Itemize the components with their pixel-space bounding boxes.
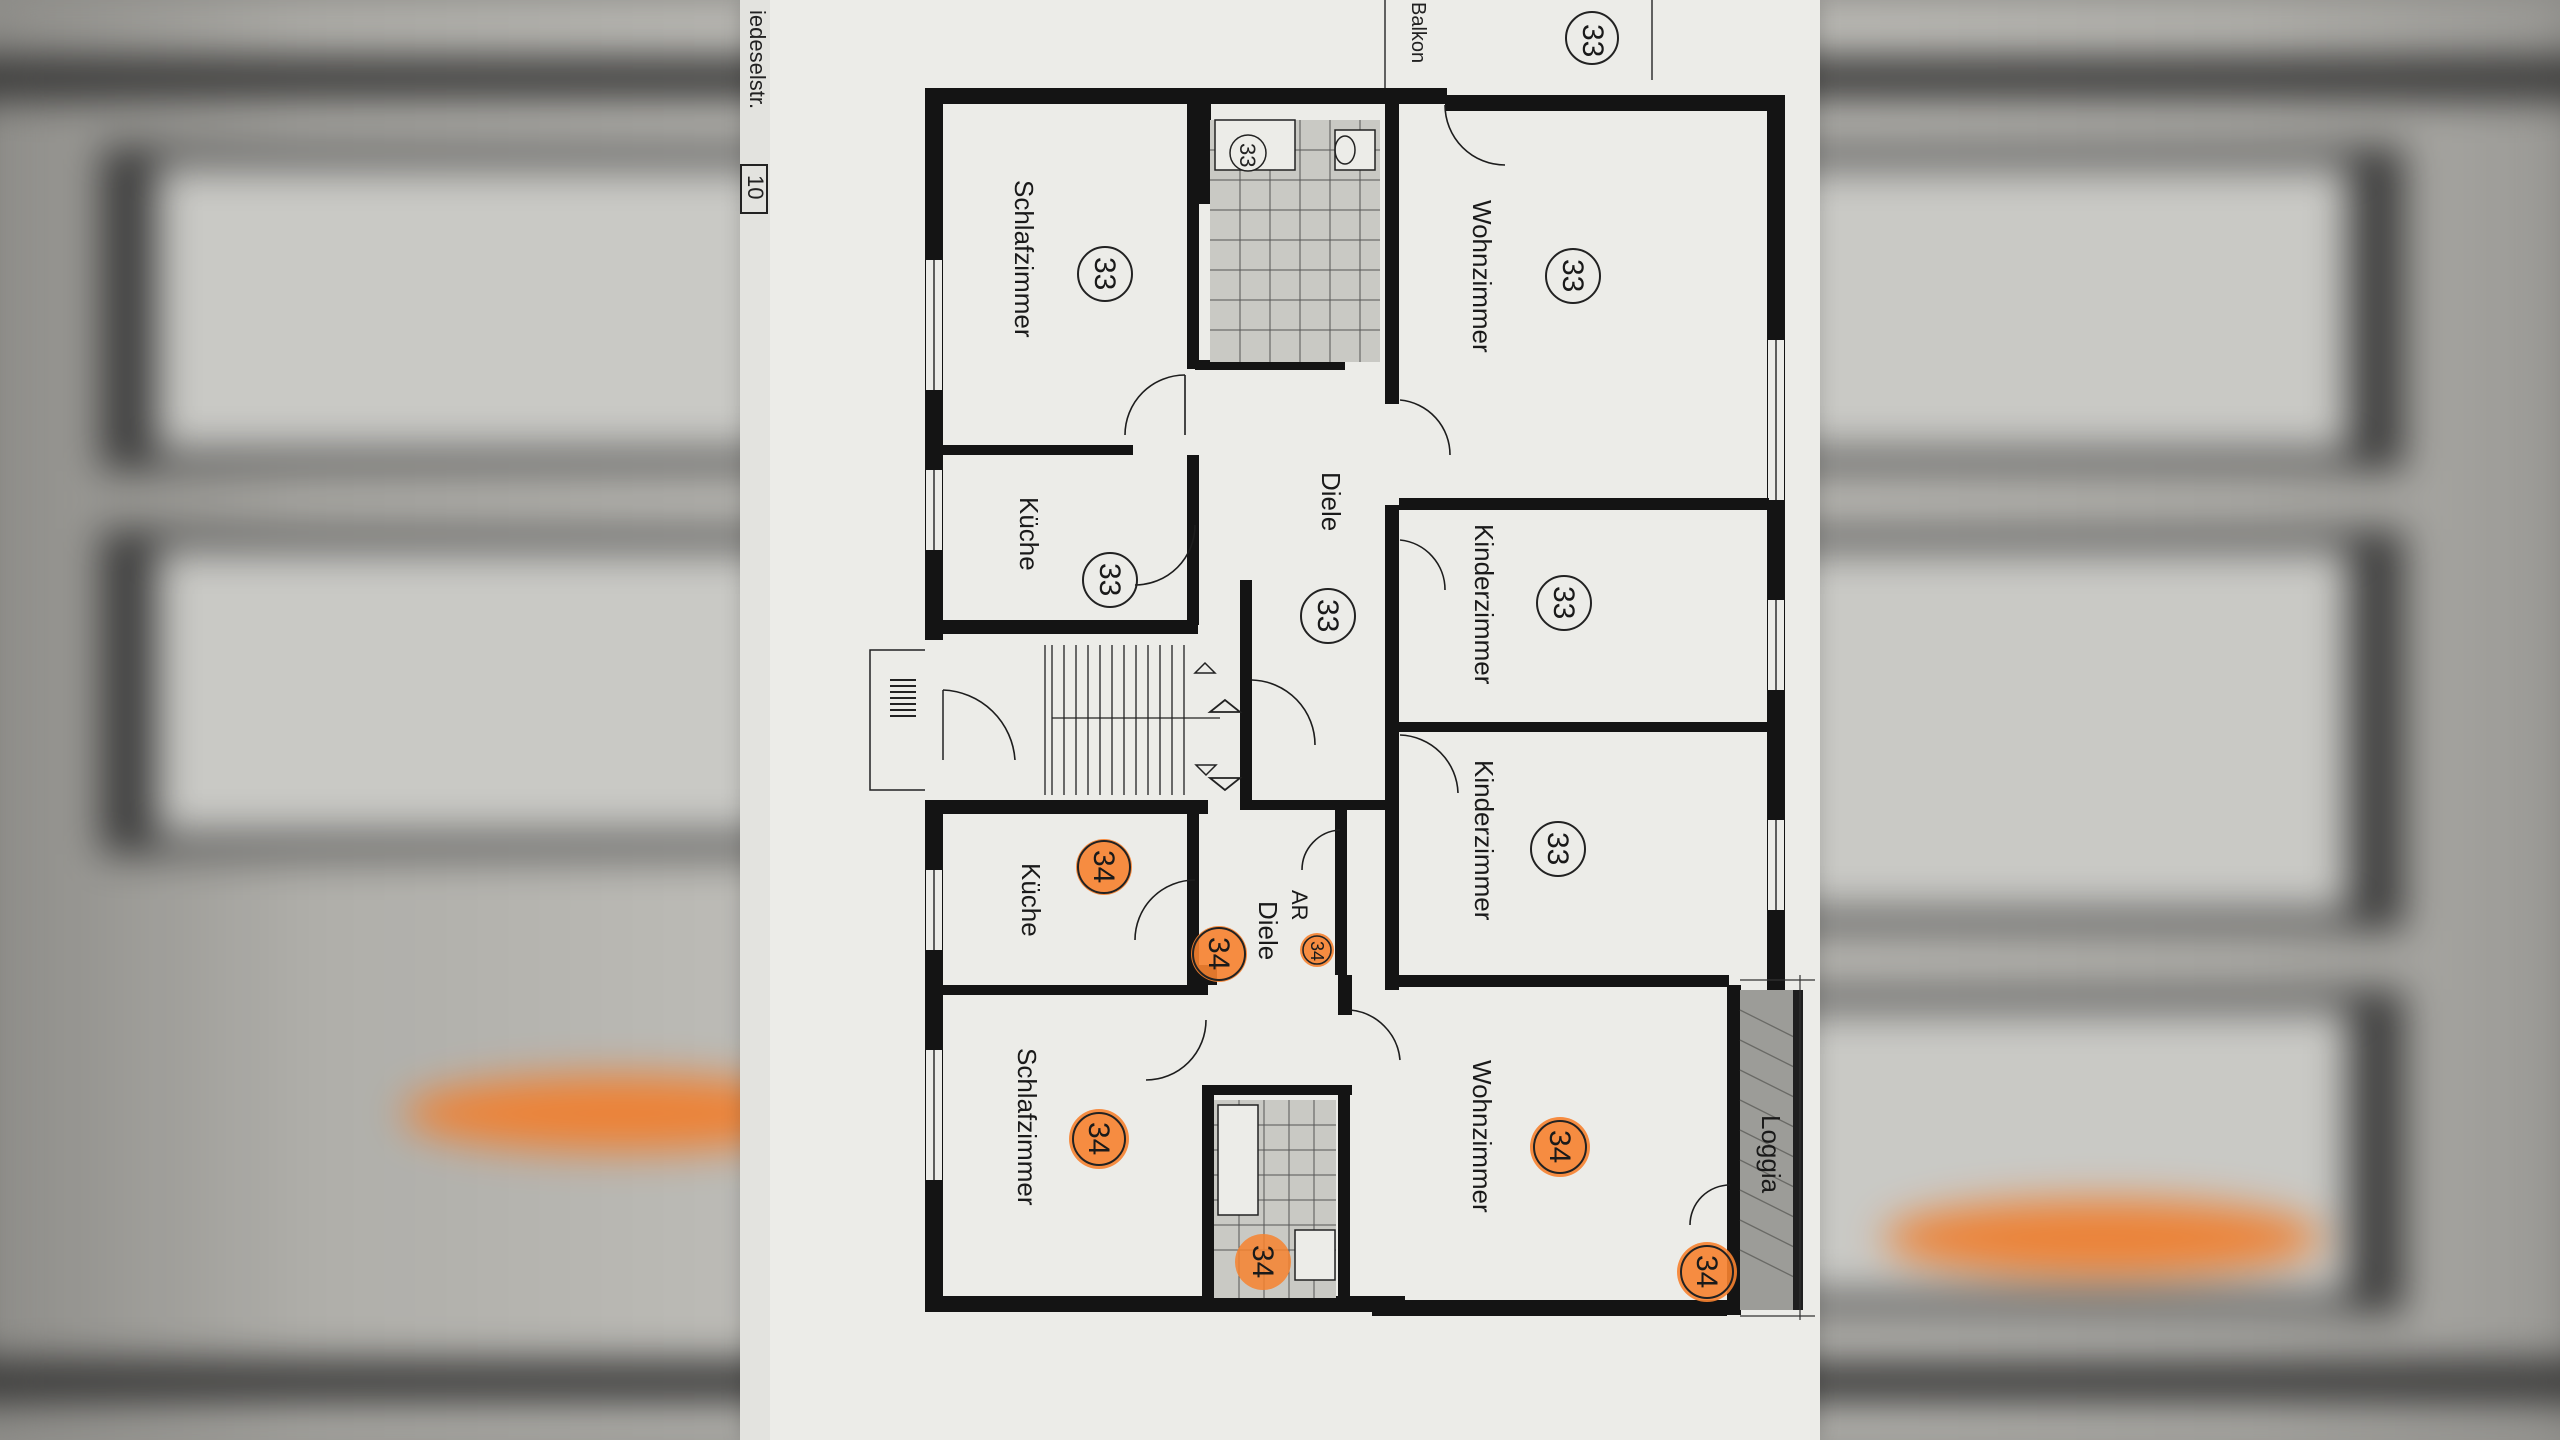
interior-walls	[943, 104, 1769, 1305]
marker-34-kueche: 34	[1076, 839, 1132, 895]
marker-34-schlafzimmer: 34	[1069, 1109, 1129, 1169]
label-schlafzimmer-34: Schlafzimmer	[1012, 1048, 1042, 1206]
svg-text:34: 34	[1082, 1122, 1115, 1155]
svg-text:33: 33	[1088, 257, 1121, 290]
house-number: 10	[743, 175, 768, 199]
svg-text:33: 33	[1576, 24, 1609, 57]
svg-text:34: 34	[1543, 1130, 1576, 1163]
label-kueche-33: Küche	[1014, 497, 1044, 571]
marker-33-wohnzimmer: 33	[1545, 248, 1601, 304]
floor-plan: iedeselstr. 10 Balkon 33	[740, 0, 1820, 1440]
svg-text:34: 34	[1202, 937, 1235, 970]
floor-plan-photo: iedeselstr. 10 Balkon 33	[740, 0, 1820, 1440]
doors	[1124, 104, 1731, 1226]
marker-34-loggia: 34	[1677, 1242, 1737, 1302]
marker-34-diele: 34	[1191, 926, 1247, 982]
loggia: Loggia	[1739, 990, 1803, 1310]
entrance-porch	[869, 640, 1016, 800]
unit-34-markers: 34 34 34 34	[1069, 839, 1737, 1302]
unit-33-markers: 33 33 33 33 33	[1077, 246, 1601, 877]
label-ar-34: AR	[1287, 890, 1312, 921]
staircase	[1044, 645, 1243, 795]
house-number-box	[740, 164, 768, 214]
label-kinderzimmer-33a: Kinderzimmer	[1469, 524, 1499, 685]
label-kinderzimmer-33b: Kinderzimmer	[1469, 760, 1499, 921]
loggia-label: Loggia	[1756, 1115, 1786, 1194]
marker-33-schlafzimmer: 33	[1077, 246, 1133, 302]
label-diele-34: Diele	[1253, 901, 1283, 960]
marker-34-ar: 34	[1300, 933, 1334, 967]
marker-33-kinderzimmer-a: 33	[1536, 575, 1592, 631]
label-kueche-34: Küche	[1016, 863, 1046, 937]
svg-text:33: 33	[1547, 586, 1580, 619]
marker-34-wohnzimmer: 34	[1530, 1117, 1590, 1177]
label-wohnzimmer-34: Wohnzimmer	[1467, 1060, 1497, 1213]
label-schlafzimmer-33: Schlafzimmer	[1009, 180, 1039, 338]
svg-text:33: 33	[1311, 599, 1344, 632]
svg-text:33: 33	[1556, 259, 1589, 292]
room-labels: Schlafzimmer Wohnzimmer Küche Diele Kind…	[1009, 180, 1499, 1213]
balcony-number-circle: 33	[1565, 11, 1619, 65]
bath-33-number: 33	[1235, 143, 1260, 167]
svg-text:34: 34	[1087, 850, 1120, 883]
svg-text:34: 34	[1246, 1245, 1279, 1278]
marker-34-bad: 34	[1235, 1234, 1291, 1290]
bath-33: 33	[1210, 119, 1380, 362]
marker-33-kueche: 33	[1082, 552, 1138, 608]
label-wohnzimmer-33: Wohnzimmer	[1467, 200, 1497, 353]
svg-text:33: 33	[1541, 832, 1574, 865]
svg-text:34: 34	[1307, 941, 1327, 961]
marker-33-diele: 33	[1300, 588, 1356, 644]
label-diele-33: Diele	[1316, 472, 1346, 531]
svg-text:33: 33	[1093, 563, 1126, 596]
street-label: iedeselstr.	[745, 10, 770, 109]
balcony-label: Balkon	[1407, 2, 1429, 63]
marker-33-kinderzimmer-b: 33	[1530, 821, 1586, 877]
svg-text:34: 34	[1690, 1255, 1723, 1288]
street-label-group: iedeselstr. 10	[740, 10, 770, 214]
